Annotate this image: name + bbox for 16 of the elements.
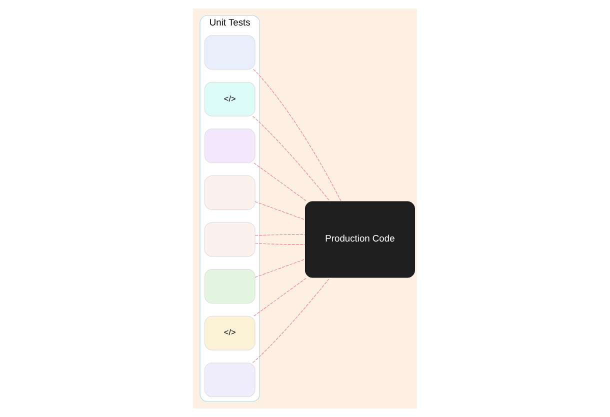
connector: [254, 243, 306, 245]
node-box: [204, 175, 256, 210]
connector: [252, 277, 330, 364]
node-box: [204, 222, 256, 257]
connector: [254, 234, 306, 236]
node-box: [204, 269, 256, 304]
connector: [254, 201, 306, 220]
node-box: [204, 362, 256, 398]
node-box: Production Code: [305, 201, 415, 278]
node-box: [204, 128, 256, 164]
connector: [253, 69, 342, 202]
connector: [252, 116, 330, 202]
connector: [254, 162, 308, 202]
connector: [254, 277, 308, 316]
node-box: [204, 35, 256, 70]
connector: [254, 258, 306, 278]
